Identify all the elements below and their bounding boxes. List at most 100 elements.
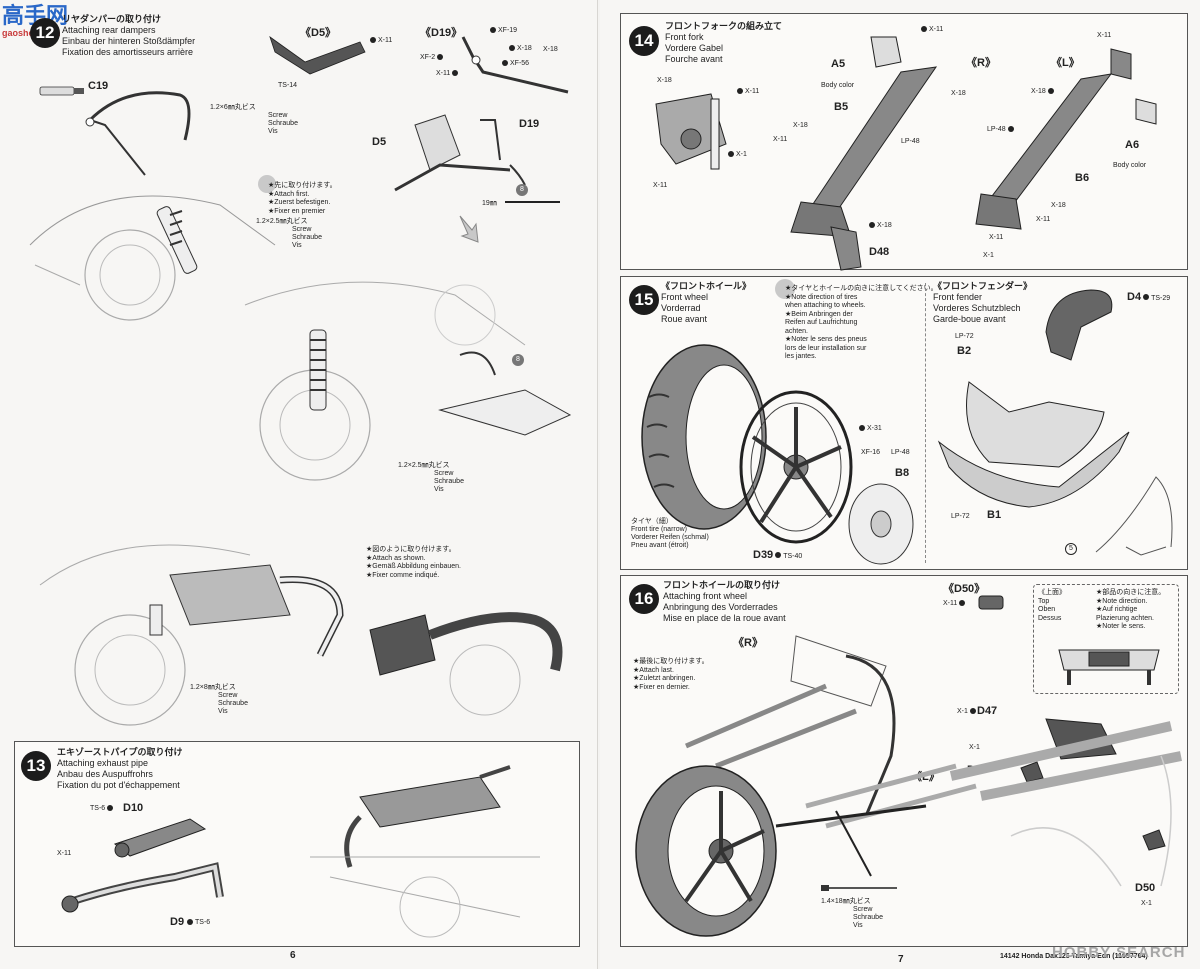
screw-2-label: 1.2×2.5㎜丸ビス Screw Schraube Vis [256,218,322,249]
screw-1-4x18-drawing [821,885,897,891]
bracket-d5-drawing [269,35,366,75]
circle-8-a: 8 [516,184,528,196]
motorcycle-rear-drawing-1 [29,195,276,321]
s14-x18-c: X-18 [793,122,808,129]
circle-5: 5 [1065,543,1077,555]
part-x18-a: X-18 [507,45,532,52]
s15-b2: B2 [957,345,972,357]
s14-x11-g: X-11 [989,234,1004,241]
glue-tube-icon [39,86,84,96]
s14-d48: D48 [869,246,890,258]
step16-panel: 16 フロントホイールの取り付け Attaching front wheel A… [620,575,1188,947]
page-number-right: 7 [898,954,904,965]
footpeg-assembly-drawing [394,114,526,192]
fork-assembly-right-drawing [949,721,1182,887]
s16-r: 《R》 [733,637,763,649]
s14-lp48-b: LP-48 [987,126,1016,133]
muffler-d10-drawing [113,818,207,858]
step15-panel: 15 《フロントホイール》 Front wheel Vorderrad Roue… [620,276,1188,570]
fender-d4-drawing [1045,289,1113,361]
step12-title: リヤダンパーの取り付け Attaching rear dampers Einba… [62,14,196,57]
s14-a6: A6 [1125,139,1140,151]
part-x11-b: X-11 [436,70,460,77]
s14-x18-e: X-18 [1031,88,1056,95]
motorcycle-exhaust-drawing [39,544,344,726]
step13-badge: 13 [21,751,51,781]
part-ts6-b: TS-6 [185,919,210,926]
part-group-d19: 《D19》 [420,27,463,39]
fender-b1-b2-drawing [937,381,1130,508]
frame-exhaust-drawing [310,765,540,938]
s14-x11-c: X-11 [919,26,943,33]
page-left: 高手网 gaoshou.com 12 リヤダンパーの取り付け Attaching… [0,0,598,969]
s15-b1: B1 [987,509,1002,521]
fork-right-drawing [790,36,938,271]
s14-x18-a: X-18 [657,77,672,84]
part-xf2: XF-2 [420,54,445,61]
part-d19: D19 [519,118,540,130]
motorcycle-rear-drawing-2 [244,281,572,481]
step13-panel: 13 エキゾーストパイプの取り付け Attaching exhaust pipe… [14,741,580,947]
note1-marker [258,175,276,193]
s14-x11-f: X-11 [1036,216,1051,223]
s14-x18-f: X-18 [1051,202,1066,209]
s16-x11: X-11 [943,600,967,607]
s16-x1-a: X-1 [957,708,978,715]
s14-x11-a: X-11 [735,88,759,95]
s14-x11-d: X-11 [773,136,788,143]
page-number-left: 6 [290,950,296,961]
part-ts6-a: TS-6 [90,805,115,812]
part-xf19: XF-19 [488,27,517,34]
part-ts14: TS-14 [278,82,298,89]
step14-title: フロントフォークの組み立て Front fork Vordere Gabel F… [665,21,783,64]
s14-l: 《L》 [1051,57,1080,69]
s14-b5: B5 [834,101,849,113]
page-right: 14 フロントフォークの組み立て Front fork Vordere Gabe… [600,0,1200,969]
measure-19mm: 19㎜ [482,200,497,207]
tire-label: タイヤ（細） Front tire (narrow) Vorderer Reif… [631,518,709,549]
part-x18-b: X-18 [543,46,558,53]
s16-x1-c: X-1 [1141,900,1152,907]
front-tire-drawing [641,344,767,530]
s14-a6-note: Body color [1113,162,1147,169]
s15-lp48: LP-48 [891,449,910,456]
inset-top-label: 《上面》 Top Oben Dessus [1038,589,1066,622]
s14-lp48-a: LP-48 [901,138,920,145]
s14-x11-e: X-11 [1097,32,1112,39]
s14-x1-b: X-1 [983,252,994,259]
step14-badge: 14 [629,26,659,56]
s14-x18-d: X-18 [867,222,892,229]
s15-xf16: XF-16 [861,449,881,456]
part-d10: D10 [123,802,144,814]
s16-d50-group: 《D50》 [943,583,986,595]
triple-clamp-top-drawing [1058,649,1160,685]
s15-b8: B8 [895,467,910,479]
top-view-inset: 《上面》 Top Oben Dessus ★部品の向きに注意。 ★Note di… [1033,584,1179,694]
part-xf56: XF-56 [500,60,529,67]
page-footer: 14142 Honda Dax125 Tamiya Edn (11057764) [1000,953,1148,960]
screw-front-label: 1.4×18㎜丸ビス Screw Schraube Vis [821,898,883,929]
d50-right-drawing [1142,829,1166,851]
s14-x1-a: X-1 [726,151,747,158]
part-d9: D9 [170,916,185,928]
exhaust-closeup-drawing [369,612,563,716]
step15b-title: 《フロントフェンダー》 Front fender Vorderes Schutz… [933,281,1033,324]
screw-1-label: 1.2×6㎜丸ビス Screw Schraube Vis [210,104,298,135]
step15-divider [925,283,926,563]
s14-a5: A5 [831,58,846,70]
brake-disc-drawing [848,483,914,565]
s16-d47: D47 [977,705,998,717]
part-c19: C19 [88,80,109,92]
arrow-down-icon [459,215,479,243]
s14-x11-b: X-11 [653,182,668,189]
s16-x1-b: X-1 [969,744,980,751]
fork-left-drawing [975,48,1157,230]
inset-note: ★部品の向きに注意。 ★Note direction. ★Auf richtig… [1096,589,1166,630]
exhaust-pipe-d9-drawing [61,862,224,913]
watermark-bottom: HOBBY SEARCH [1052,944,1186,961]
rear-rack-drawing [85,91,191,176]
s15-lp72-b: LP-72 [951,513,970,520]
note-attach-last: ★最後に取り付けます。 ★Attach last. ★Zuletzt anbri… [633,658,709,691]
